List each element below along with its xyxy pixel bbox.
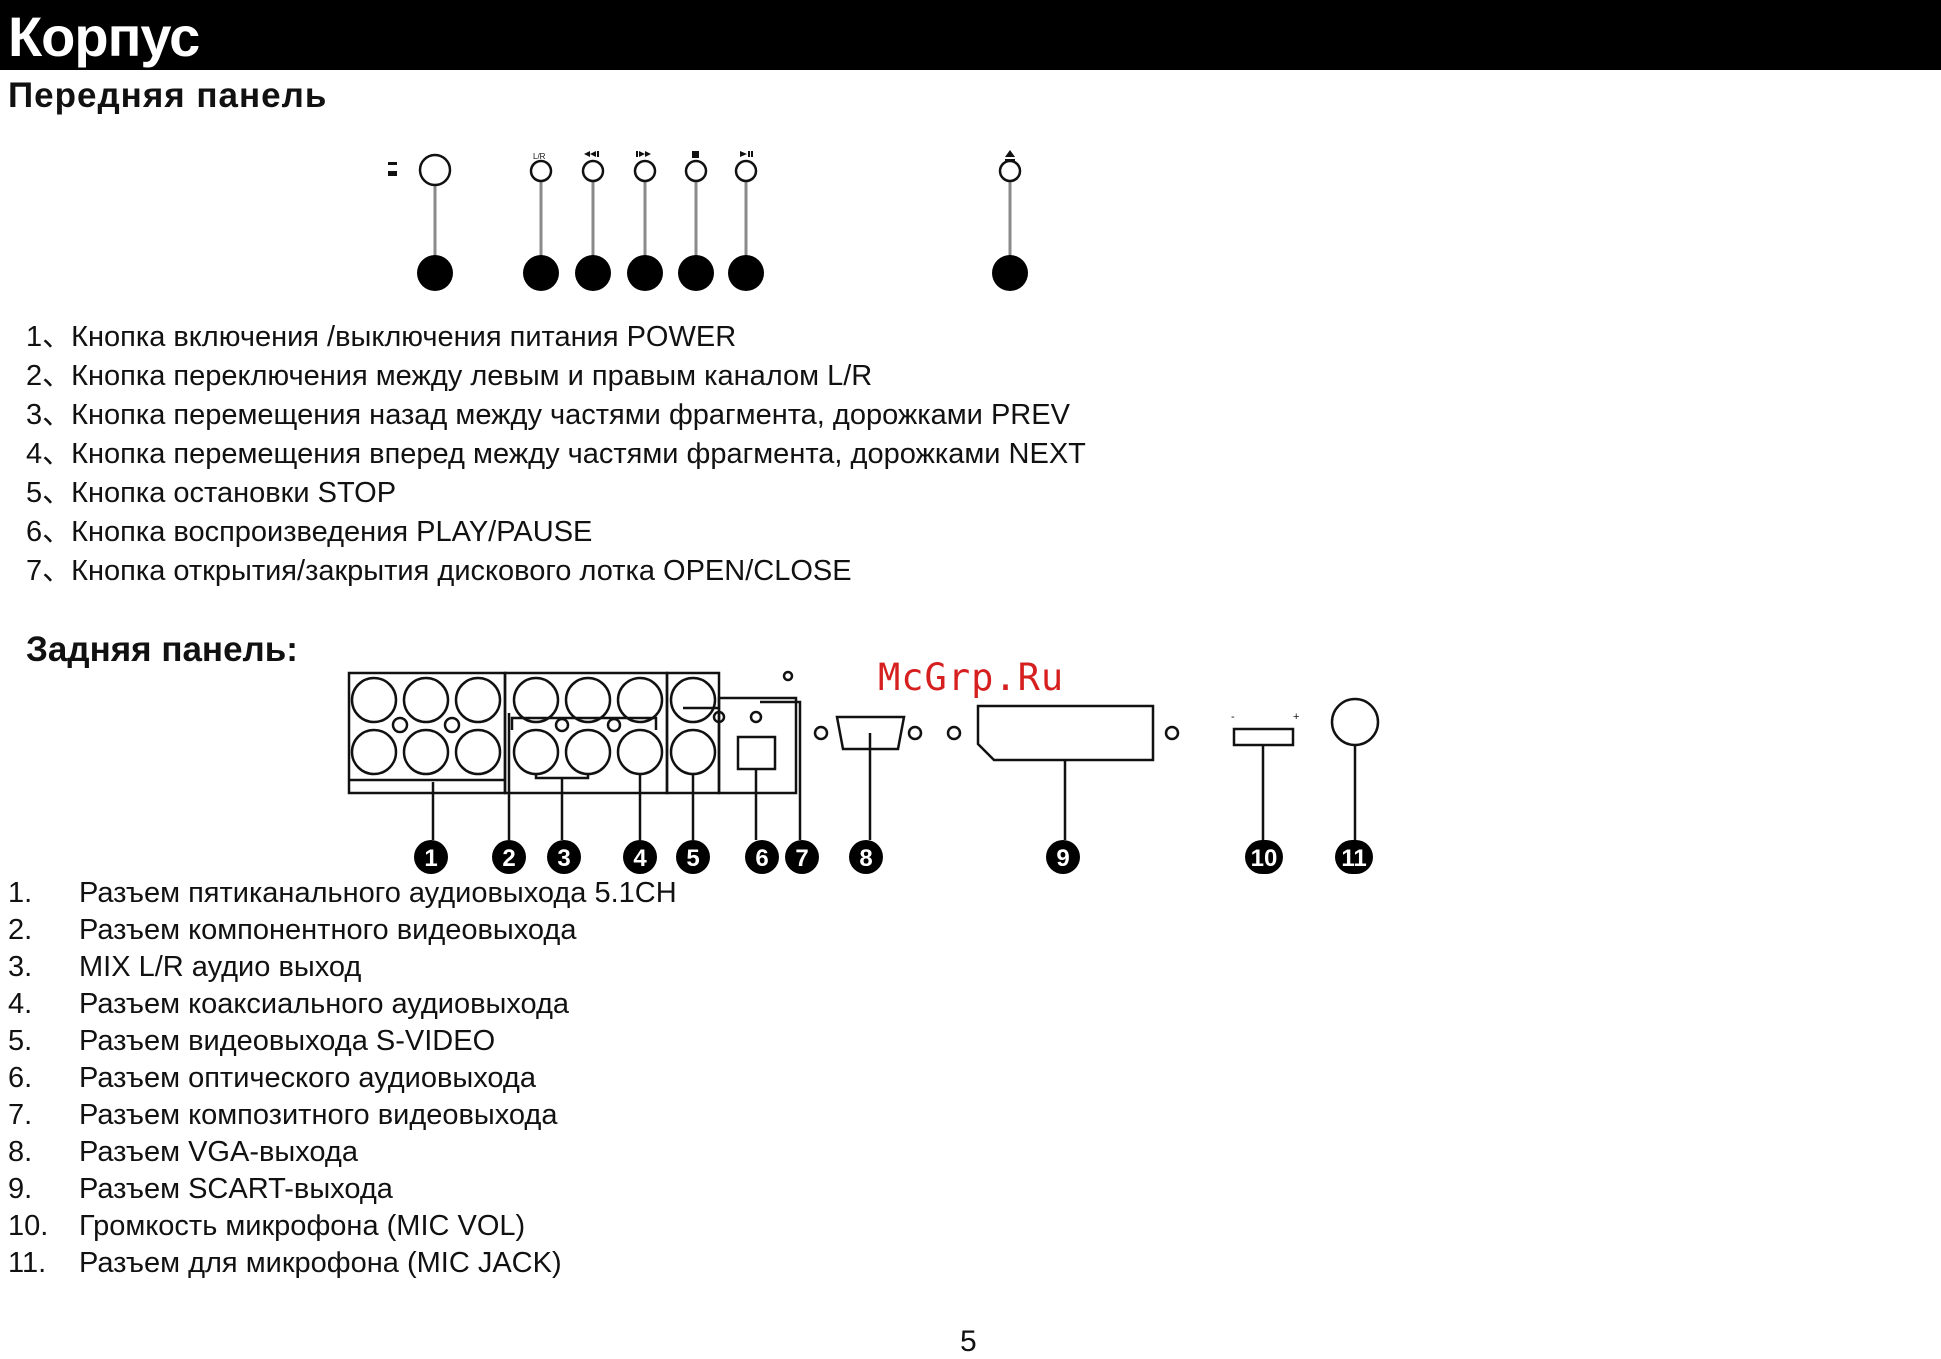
back-item-7: 7.Разъем композитного видеовыхода (8, 1099, 558, 1131)
page-number: 5 (960, 1325, 977, 1358)
back-panel-list: 1.Разъем пятиканального аудиовыхода 5.1C… (8, 875, 677, 1282)
back-panel-diagram: - + 1 2 3 4 5 6 7 8 (347, 670, 1380, 874)
svg-text:3: 3 (557, 845, 570, 872)
prev-icon (584, 151, 590, 157)
page-title: Корпус (8, 5, 200, 68)
vga-port (835, 715, 906, 751)
callout-1 (417, 255, 453, 291)
front-panel-title: Передняя панель (8, 76, 328, 115)
play-pause-icon (740, 151, 747, 157)
back-item-3: 3.MIX L/R аудио выход (8, 951, 362, 983)
svg-text:2: 2 (502, 845, 515, 872)
back-item-10: 10.Громкость микрофона (MIC VOL) (8, 1210, 526, 1242)
back-item-5: 5.Разъем видеовыхода S-VIDEO (8, 1025, 496, 1057)
optical-port (736, 735, 777, 771)
mic-vol-plus: + (1293, 711, 1299, 723)
front-item-5: 5、Кнопка остановки STOP (26, 477, 397, 509)
callout-3 (575, 255, 611, 291)
front-item-7: 7、Кнопка открытия/закрытия дискового лот… (26, 555, 852, 587)
back-item-4: 4.Разъем коаксиального аудиовыхода (8, 988, 570, 1020)
front-item-2: 2、Кнопка переключения между левым и прав… (26, 360, 873, 392)
svg-text:9: 9 (1056, 845, 1069, 872)
svg-text:5: 5 (686, 845, 699, 872)
back-callout-10 (1245, 840, 1283, 874)
mic-jack-port (1330, 697, 1380, 747)
power-button (418, 153, 452, 187)
callout-4 (627, 255, 663, 291)
scart-port (976, 704, 1155, 762)
prev-button (581, 159, 605, 183)
svg-text:10: 10 (1251, 845, 1278, 872)
callout-7 (992, 255, 1028, 291)
mic-vol-slider (1232, 727, 1295, 747)
front-item-6: 6、Кнопка воспроизведения PLAY/PAUSE (26, 516, 593, 548)
next-icon (636, 151, 638, 157)
front-item-4: 4、Кнопка перемещения вперед между частям… (26, 438, 1086, 470)
front-panel-diagram: L/R (388, 150, 1028, 291)
lr-button (529, 159, 553, 183)
back-callout-5 (676, 840, 710, 874)
svg-text:4: 4 (633, 845, 647, 872)
back-callout-2 (492, 840, 526, 874)
callout-5 (678, 255, 714, 291)
play-pause-button (734, 159, 758, 183)
svg-text:11: 11 (1341, 845, 1366, 872)
svg-text:1: 1 (424, 845, 437, 872)
back-callout-9 (1046, 840, 1080, 874)
svg-text:8: 8 (859, 845, 872, 872)
next-button (633, 159, 657, 183)
front-item-1: 1、Кнопка включения /выключения питания P… (26, 321, 737, 353)
back-item-8: 8.Разъем VGA-выхода (8, 1136, 358, 1168)
front-panel-list: 1、Кнопка включения /выключения питания P… (26, 318, 1086, 591)
stop-button (684, 159, 708, 183)
eject-icon (1005, 150, 1015, 157)
back-callout-11 (1335, 840, 1373, 874)
front-item-3: 3、Кнопка перемещения назад между частями… (26, 399, 1070, 431)
back-item-11: 11.Разъем для микрофона (MIC JACK) (8, 1247, 562, 1279)
mic-vol-minus: - (1231, 711, 1235, 723)
back-callout-1 (414, 840, 448, 874)
lr-label: L/R (533, 152, 546, 161)
back-item-2: 2.Разъем компонентного видеовыхода (8, 914, 577, 946)
power-symbol-icon (388, 162, 397, 165)
title-bar: Корпус (0, 0, 1941, 70)
back-panel-title: Задняя панель: (26, 630, 298, 669)
stop-icon (692, 151, 699, 158)
svg-text:7: 7 (795, 845, 808, 872)
back-callout-3 (547, 840, 581, 874)
back-callout-6 (745, 840, 779, 874)
svg-text:6: 6 (755, 845, 768, 872)
watermark: McGrp.Ru (878, 656, 1065, 699)
callout-6 (728, 255, 764, 291)
back-item-6: 6.Разъем оптического аудиовыхода (8, 1062, 536, 1094)
back-callout-4 (623, 840, 657, 874)
back-callout-8 (849, 840, 883, 874)
back-item-1: 1.Разъем пятиканального аудиовыхода 5.1C… (8, 877, 677, 909)
back-item-9: 9.Разъем SCART-выхода (8, 1173, 393, 1205)
callout-2 (523, 255, 559, 291)
back-callout-7 (785, 840, 819, 874)
